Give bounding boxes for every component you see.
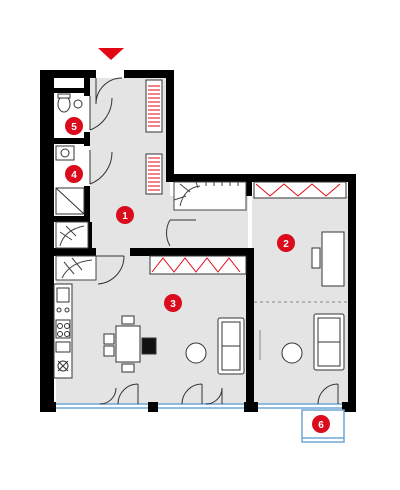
room-label-2: 2 [277,234,295,252]
hall-wardrobe-top [145,79,163,133]
entrance-arrow-icon [98,48,124,60]
bedroom-furniture [281,231,345,371]
wall-bottom-4 [342,402,356,412]
wall-wc-top [54,88,86,93]
wall-living-top [130,248,254,256]
hob-icon [57,323,63,329]
wc-sink-icon [73,99,83,109]
wall-living-top-left [54,248,96,256]
wall-bath-bottom [54,216,90,222]
wc-door[interactable] [89,96,113,131]
wall-bottom-1 [40,402,56,412]
room-label-1: 1 [116,206,134,224]
room-label-5: 5 [65,117,83,135]
room-number: 4 [71,170,77,181]
wall-wc-bath [54,138,90,144]
staircase-upper [173,181,247,211]
wall-hall-bedroom [246,182,252,196]
wall-top-left [40,70,96,78]
living-seating [185,317,245,375]
living-door[interactable] [96,255,125,285]
room-number: 2 [283,239,289,250]
wall-wc-right [84,78,90,96]
bath-sink-icon [60,148,70,158]
kitchen-counter [53,283,73,379]
bedroom-door[interactable] [166,219,196,247]
room-label-3: 3 [164,294,182,312]
bath-fixtures [55,145,85,215]
wall-living-bedroom [246,248,254,404]
hall-wardrobe-bottom [145,153,163,195]
walls [40,70,356,412]
bath-door[interactable] [89,150,113,185]
wall-hall-right [166,70,174,182]
floor-living [56,256,248,404]
coffee-table [185,342,207,364]
windows [56,403,342,409]
bedroom-table [281,342,303,364]
room-label-6: 6 [312,415,330,433]
staircase-lower [55,221,97,281]
room-number: 1 [122,211,128,222]
wall-bedroom-top [166,174,356,182]
wall-top-right [124,70,174,78]
dining-table [103,315,157,373]
desk [321,231,345,287]
wall-bottom-3 [244,402,258,412]
wall-stair-left [88,222,92,250]
window-door-swings [99,383,339,405]
wall-right-outer [348,174,356,410]
entrance-door[interactable] [95,77,123,105]
room-number: 6 [318,420,324,431]
room-number: 5 [71,122,77,133]
room-label-4: 4 [65,165,83,183]
room-number: 3 [170,299,176,310]
wall-bottom-2 [148,402,158,412]
wall-left-outer [40,70,54,410]
wall-bath-right-b [84,186,90,220]
floor-bedroom [252,196,348,404]
kitchen-sink-icon [56,287,70,303]
black-stool [141,337,157,355]
bedroom-wardrobe [253,181,347,199]
wc-fixtures [57,93,83,113]
living-wardrobe [149,255,247,275]
